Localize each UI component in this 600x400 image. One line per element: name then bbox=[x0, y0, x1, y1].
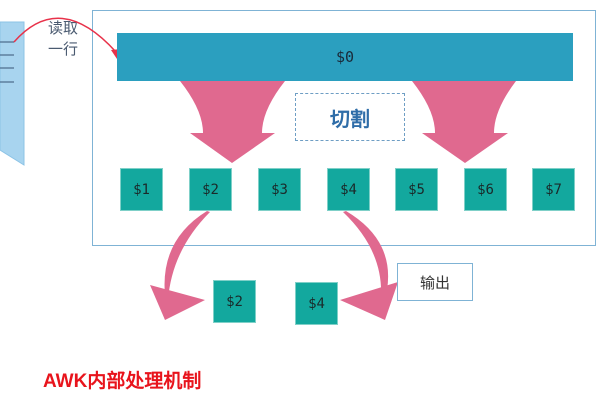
field-box-2: $2 bbox=[189, 168, 232, 211]
field-box-7: $7 bbox=[532, 168, 575, 211]
output-field-2: $2 bbox=[213, 280, 256, 323]
field-box-6: $6 bbox=[464, 168, 507, 211]
field-box-1: $1 bbox=[120, 168, 163, 211]
split-label-box: 切割 bbox=[295, 93, 405, 141]
diagram-title: AWK内部处理机制 bbox=[43, 371, 202, 392]
output-arrow-2-head bbox=[150, 285, 205, 320]
output-field-4: $4 bbox=[295, 282, 338, 325]
record-bar-$0: $0 bbox=[117, 33, 573, 81]
field-box-5: $5 bbox=[395, 168, 438, 211]
output-label-box: 输出 bbox=[397, 263, 473, 301]
output-arrow-4-head bbox=[340, 282, 398, 320]
read-line-label: 读取 一行 bbox=[40, 18, 86, 60]
read-label-line2: 一行 bbox=[47, 40, 78, 58]
field-box-4: $4 bbox=[327, 168, 370, 211]
read-label-line1: 读取 bbox=[47, 19, 78, 37]
input-file-icon bbox=[0, 21, 25, 166]
field-box-3: $3 bbox=[258, 168, 301, 211]
